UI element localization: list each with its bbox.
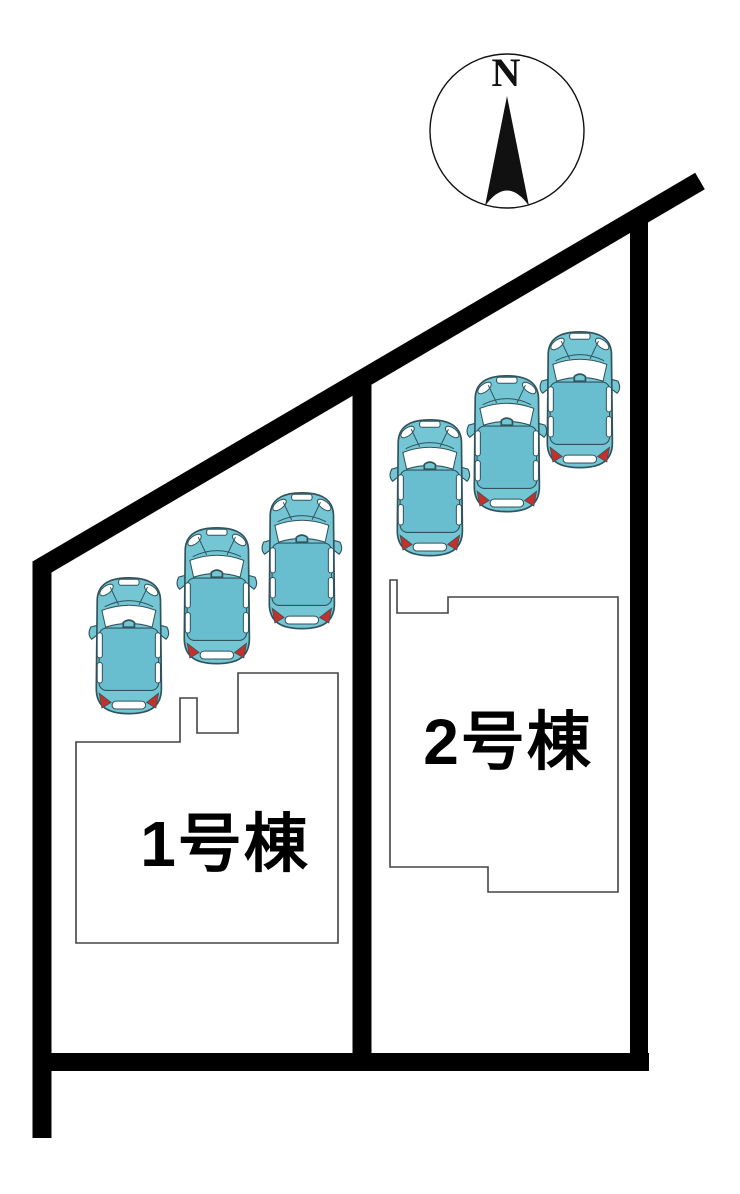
car-top-view-icon [466, 375, 548, 513]
car-top-view-icon [539, 331, 621, 469]
car-top-view-icon [261, 492, 343, 630]
building-1-label: 1号棟 [140, 808, 310, 880]
boundary-north-and-west-edge [32, 172, 705, 1138]
site-boundary [32, 172, 705, 1138]
compass-needle [485, 96, 529, 206]
north-compass-arrow-icon: N [429, 50, 585, 209]
compass-north-label: N [492, 50, 521, 95]
car-top-view-icon [88, 577, 170, 715]
building-2-footprint [389, 579, 619, 893]
car-top-view-icon [389, 419, 471, 557]
building-1-footprint [75, 672, 339, 944]
car-top-view-icon [176, 527, 258, 665]
building-2-label: 2号棟 [423, 706, 593, 778]
lot-2-parking [389, 331, 621, 557]
